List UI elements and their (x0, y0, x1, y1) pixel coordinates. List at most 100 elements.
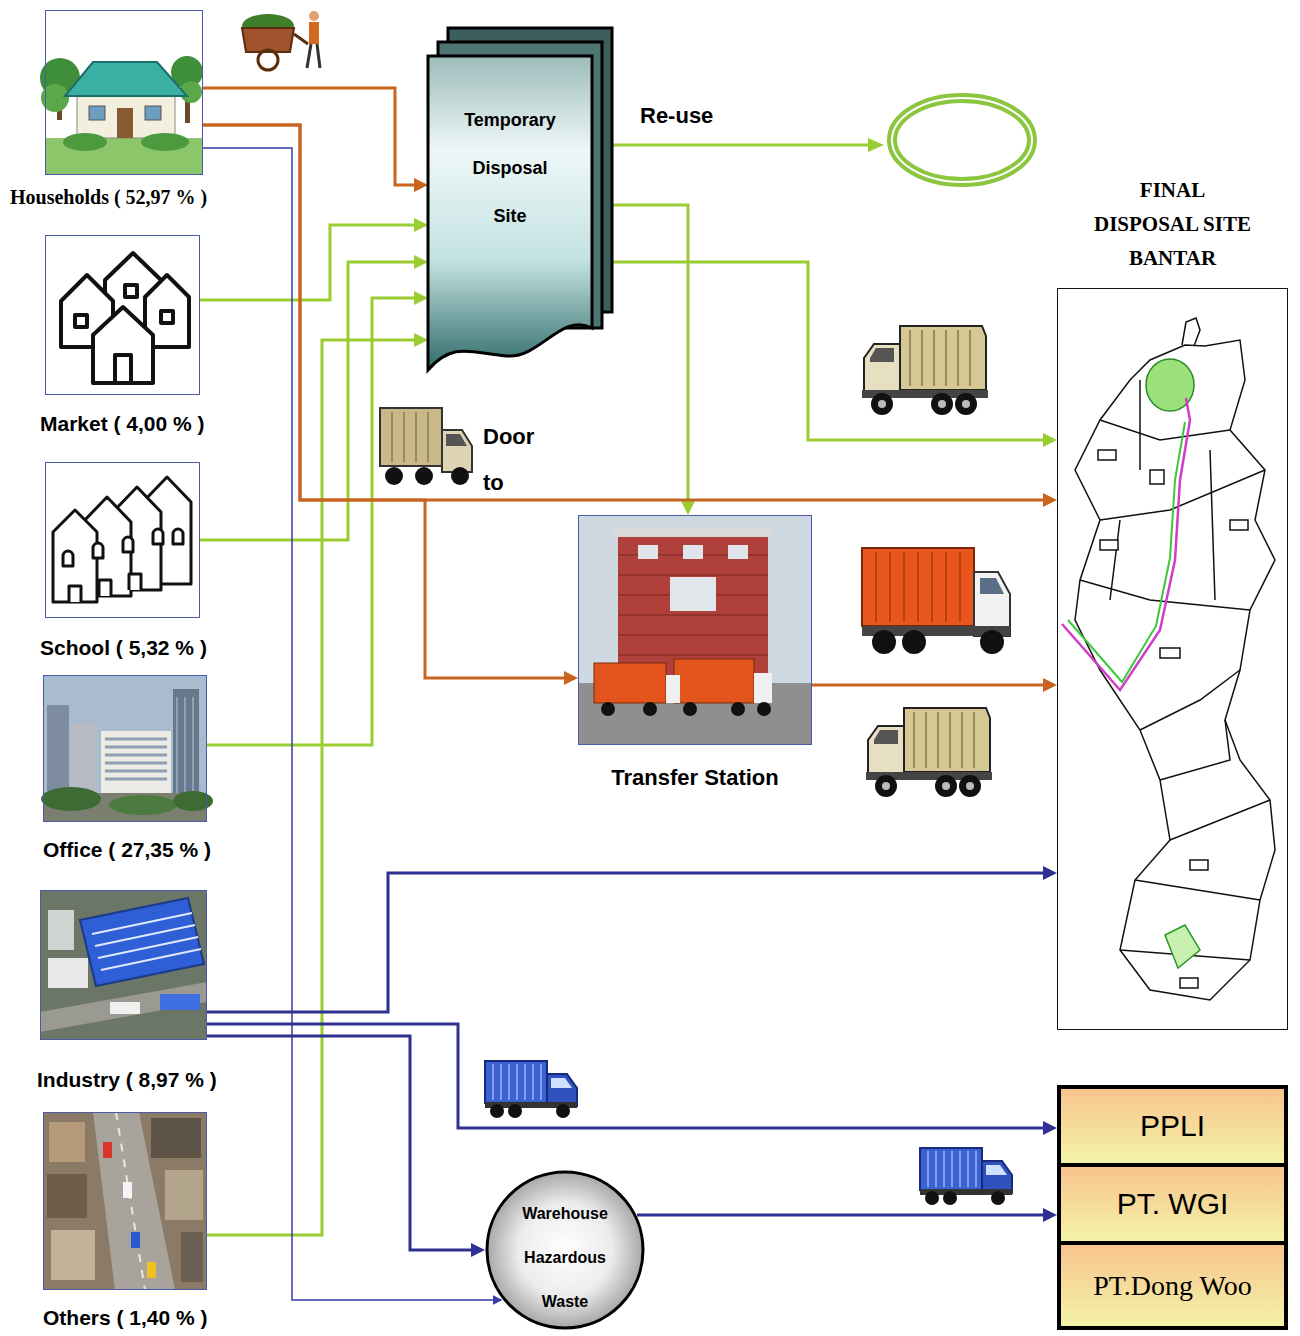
school-picture (53, 477, 191, 602)
hazardous-truck-icon (920, 1148, 1012, 1205)
office-picture (101, 731, 171, 801)
market-picture (115, 355, 131, 383)
street-picture (116, 1112, 145, 1290)
door-to-door-truck-icon (385, 467, 403, 485)
door-to-door-truck-icon (380, 408, 472, 485)
site-map (1230, 520, 1248, 530)
house-picture (117, 108, 133, 138)
house-picture (63, 133, 107, 151)
transfer-station-picture (638, 545, 658, 559)
door-to-door-truck-icon (380, 408, 442, 466)
source-label: Others ( 1,40 % ) (43, 1306, 208, 1330)
company-name: PT.Dong Woo (1085, 1269, 1260, 1303)
reuse-arrow (612, 144, 872, 147)
transfer-station-picture (618, 555, 768, 655)
industry-picture (40, 982, 207, 1032)
industry-picture (160, 994, 200, 1010)
industry-picture (110, 1002, 140, 1014)
company-name: PPLI (1132, 1108, 1213, 1144)
source-label: Market ( 4,00 % ) (40, 412, 205, 436)
door-to-door-truck-icon (442, 430, 472, 472)
street-picture (43, 1112, 207, 1290)
flow-connector (812, 684, 1048, 687)
office-picture (109, 795, 177, 815)
hazardous-truck-icon (485, 1061, 577, 1118)
street-picture (103, 1142, 112, 1158)
company-name: PT. WGI (1109, 1186, 1237, 1222)
transfer-station-picture (754, 673, 772, 703)
site-map (1110, 380, 1215, 600)
street-picture (131, 1232, 140, 1248)
reuse-ring (892, 98, 1032, 182)
transfer-station-picture (618, 533, 768, 675)
door-to-door-truck-icon (392, 412, 428, 462)
hazardous-warehouse-circle: Warehouse Hazardous Waste (485, 1170, 645, 1330)
site-map (1062, 398, 1190, 690)
flow-label: Re-use (640, 103, 713, 129)
flow-label: Door to (483, 414, 553, 506)
door-to-door-truck-icon (446, 434, 467, 446)
transfer-station-picture (594, 663, 666, 703)
handcart-icon (242, 28, 294, 52)
handcart-icon (258, 50, 278, 70)
transfer-station-picture (614, 527, 772, 537)
school-picture (69, 574, 141, 602)
office-picture (41, 675, 213, 822)
handcart-icon (242, 11, 320, 70)
handcart-icon (309, 22, 319, 44)
flow-connector (207, 873, 1048, 1012)
flow-connector (207, 1024, 1048, 1128)
street-picture (49, 1122, 85, 1162)
transfer-station-picture (683, 702, 697, 716)
office-picture (47, 705, 69, 797)
industry-picture (40, 890, 207, 1040)
container-truck-icon (872, 630, 896, 654)
final-disposal-site: FINAL DISPOSAL SITE BANTAR (1057, 288, 1288, 1030)
office-picture (105, 739, 167, 779)
hazardous-processor-box: PT. WGI (1057, 1163, 1288, 1245)
site-map (1182, 318, 1200, 346)
garbage-truck-icon (862, 326, 988, 415)
container-truck-icon (980, 630, 1004, 654)
transfer-station-picture (757, 702, 771, 716)
hazardous-truck-icon (485, 1061, 577, 1118)
source-picture-frame: Others ( 1,40 % ) (43, 1112, 207, 1290)
flow-connector (200, 262, 419, 540)
flow-connector (612, 205, 688, 506)
source-label: Households ( 52,97 % ) (10, 185, 207, 209)
station-label: Transfer Station (579, 766, 811, 790)
container-truck-icon (876, 552, 960, 622)
site-map (1075, 340, 1275, 1000)
door-to-door-truck-icon (415, 467, 433, 485)
office-picture (173, 791, 213, 811)
flow-connector (203, 125, 1048, 500)
garbage-truck-icon (866, 708, 992, 797)
source-picture-frame: Office ( 27,35 % ) (43, 675, 207, 822)
street-picture (47, 1174, 87, 1218)
flow-connector (203, 88, 419, 185)
office-picture (71, 723, 97, 797)
transfer-station-picture (578, 515, 812, 745)
reuse-ring (892, 98, 1032, 182)
label-anchor: Re-use (640, 103, 713, 129)
site-heading: FINAL DISPOSAL SITE BANTAR (1090, 173, 1255, 275)
reuse-ring (892, 98, 1032, 182)
source-picture-frame: Households ( 52,97 % ) (45, 10, 203, 175)
reuse-arrow (868, 138, 884, 152)
source-label: School ( 5,32 % ) (40, 636, 207, 660)
site-map (1098, 450, 1116, 460)
source-picture-frame: School ( 5,32 % ) (45, 462, 200, 618)
garbage-truck-icon (866, 708, 992, 797)
flow-connector (612, 262, 1048, 440)
site-label: Temporary Disposal Site (460, 96, 560, 240)
flow-connector (207, 340, 419, 1235)
market-picture (61, 253, 189, 383)
industry-picture (48, 910, 74, 950)
office-picture (41, 787, 101, 811)
source-label: Office ( 27,35 % ) (43, 838, 211, 862)
street-picture (51, 1230, 95, 1280)
street-picture (123, 1182, 132, 1198)
